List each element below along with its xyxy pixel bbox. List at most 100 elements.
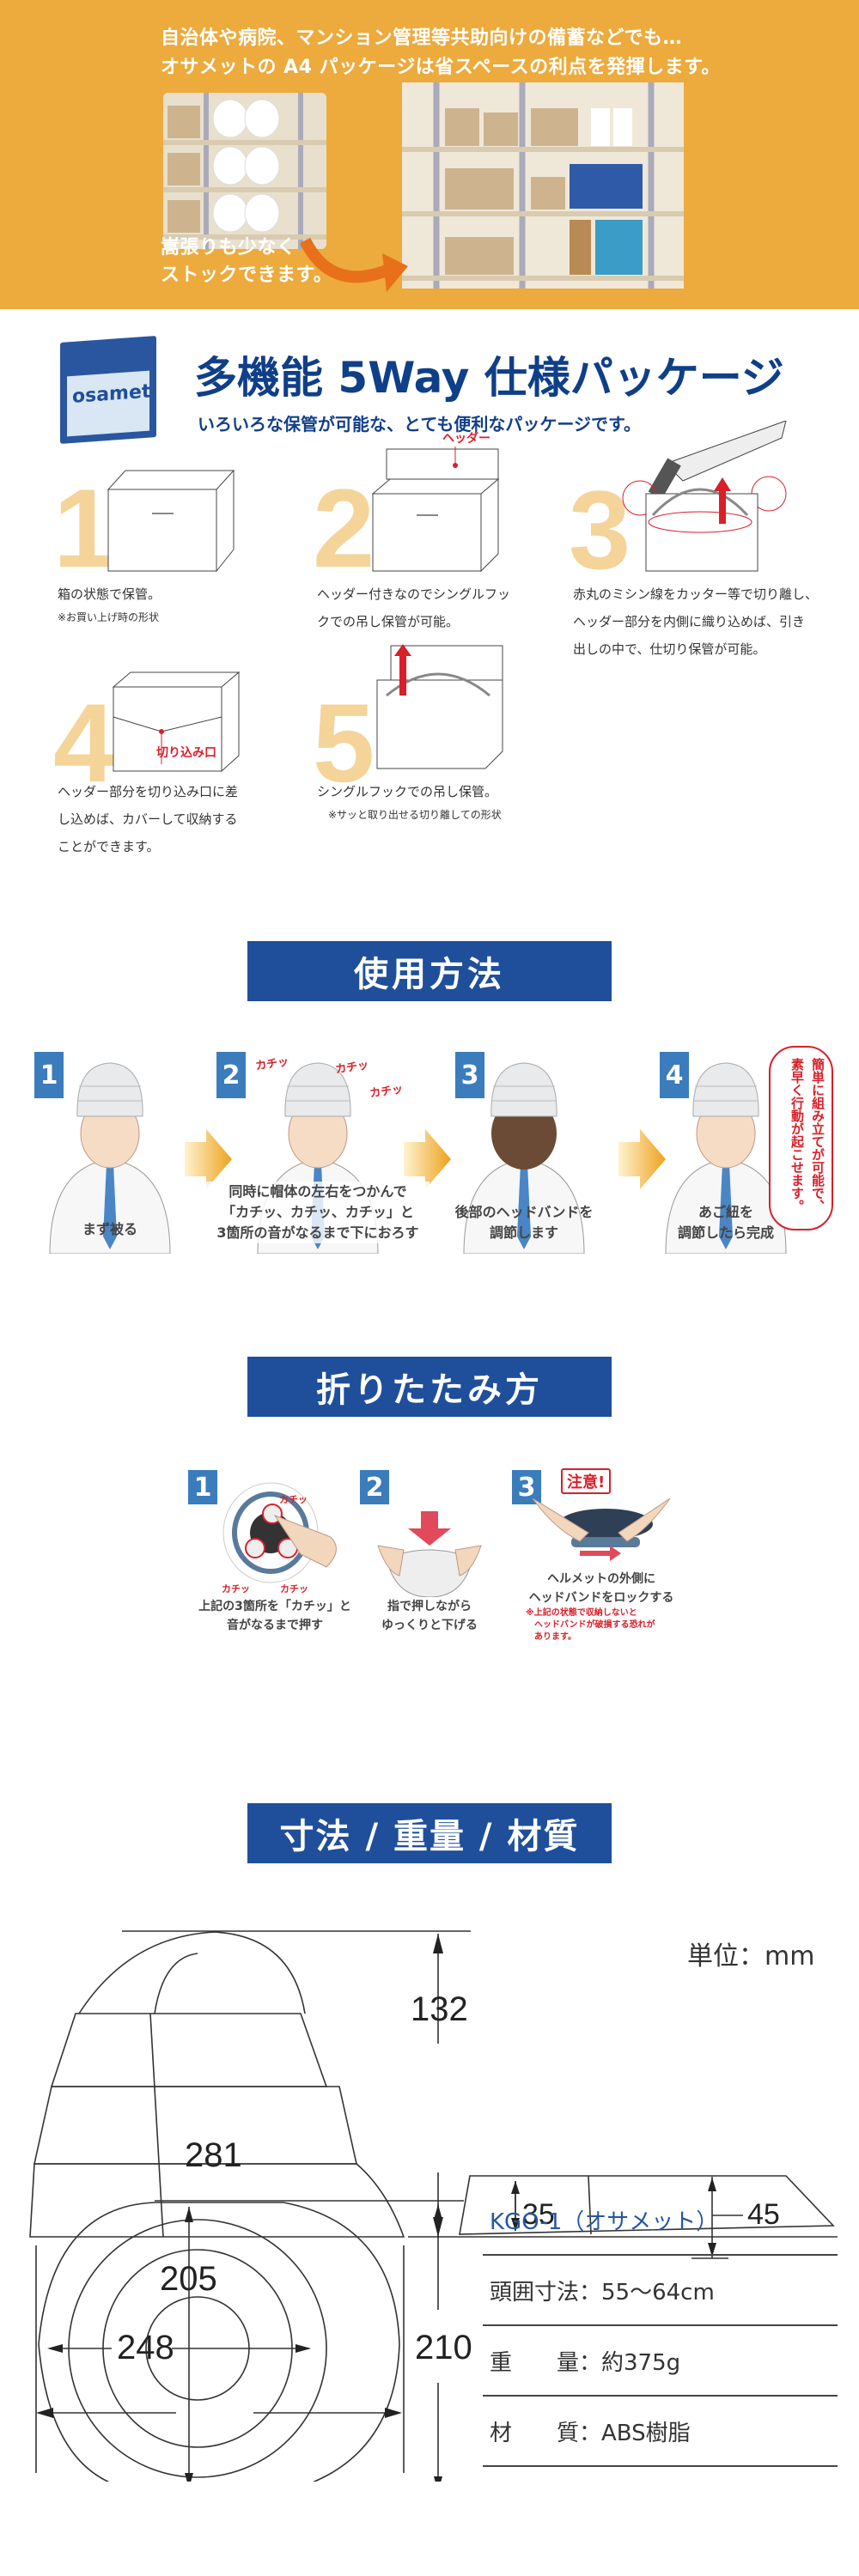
usage-step-caption: まず被る [82, 1221, 137, 1237]
fold-step-number: 3 [512, 1470, 541, 1504]
banner-line-1: 自治体や病院、マンション管理等共助向けの備蓄などでも… [161, 27, 683, 49]
dim-folded-min: 35 [522, 2198, 555, 2231]
dim-width: 281 [185, 2136, 242, 2174]
usage-step-caption: 後部のヘッドバンドを 調節します [442, 1202, 606, 1243]
package-step-number: 3 [569, 467, 631, 592]
warning-line: ※上記の状態で収納しないと [526, 1608, 637, 1618]
package-step-number: 2 [313, 465, 375, 591]
caption-line: ヘッドバンドをロックする [528, 1591, 674, 1605]
package-step-desc: 出しの中で、仕切り保管が可能。 [573, 641, 766, 657]
header-label: ヘッダー [442, 432, 490, 446]
usage-step-number: 4 [660, 1052, 689, 1098]
spec-row: 材 質：ABS樹脂 [483, 2397, 838, 2467]
helmet-push-down-illustration [377, 1511, 482, 1597]
dim-height: 132 [411, 1990, 468, 2028]
caption-line: 「カチッ、カチッ、カチッ」と [222, 1204, 414, 1220]
dim-inner-width: 248 [117, 2329, 174, 2366]
package-product-image: osamet [60, 336, 156, 444]
click-sound-label: カチッ [279, 1494, 308, 1505]
caption-line: ヘルメットの外側に [547, 1572, 655, 1586]
box-cover-icon [112, 671, 241, 773]
banner-line-2: オサメットの A4 パッケージは省スペースの利点を発揮します。 [161, 57, 721, 78]
click-sound-label: カチッ [222, 1583, 250, 1595]
shelf-helmets-illustration [163, 93, 326, 249]
dim-folded-max: 45 [747, 2198, 780, 2231]
package-step-desc: クでの吊し保管が可能。 [317, 614, 460, 629]
cut-header-drawer-icon [622, 421, 787, 572]
package-step-number: 5 [313, 680, 375, 805]
speech-bubble-line: 素早く行動が起こせます。 [789, 1058, 805, 1212]
helmet-dimension-drawings [29, 1930, 838, 2482]
caption-line: 調節したら完成 [677, 1224, 774, 1241]
package-title: 多機能 5Way 仕様パッケージ [194, 353, 784, 403]
dim-depth: 210 [415, 2329, 472, 2366]
next-step-arrow-icon [618, 1129, 666, 1189]
package-step-desc: し込めば、カバーして収納する [58, 811, 238, 827]
fold-step-caption: 指で押しながら ゆっくりと下げる [361, 1597, 498, 1635]
fold-step-caption: 上記の3箇所を「カチッ」と 音がなるまで押す [185, 1597, 365, 1635]
caption-line: あご紐を [698, 1204, 753, 1220]
storage-banner: 自治体や病院、マンション管理等共助向けの備蓄などでも… オサメットの A4 パッ… [0, 0, 859, 309]
usage-step-number: 1 [34, 1052, 64, 1098]
fold-step-caption: ヘルメットの外側に ヘッドバンドをロックする [515, 1570, 687, 1607]
spec-label: 重 量： [490, 2349, 602, 2376]
package-step-desc: ヘッダー部分を内側に織り込めば、引き [573, 614, 806, 629]
headband-lock-illustration [532, 1498, 671, 1561]
model-name: KGO-1（オサメット） [490, 2208, 719, 2235]
usage-step-caption: 同時に帽体の左右をつかんで 「カチッ、カチッ、カチッ」と 3箇所の音がなるまで下… [206, 1182, 430, 1243]
helmet-inner-press-illustration [222, 1482, 337, 1583]
package-step-number: 4 [53, 680, 116, 805]
package-subtitle: いろいろな保管が可能な、とても便利なパッケージです。 [198, 414, 641, 434]
person-helmet-illustration [463, 1062, 585, 1254]
package-step-number: 1 [53, 465, 116, 591]
caption-line: 後部のヘッドバンドを [454, 1204, 594, 1220]
spec-value: ABS樹脂 [601, 2420, 691, 2446]
package-step-desc: 赤丸のミシン線をカッター等で切り離し、 [573, 586, 819, 602]
warning-line: あります。 [534, 1632, 576, 1642]
banner-caption-2: ストックできます。 [161, 264, 333, 286]
curved-arrow-icon [301, 237, 408, 292]
usage-step-number: 2 [216, 1052, 246, 1098]
package-step-desc: シングルフックでの吊し保管。 [317, 784, 498, 799]
package-step-desc: ヘッダー付きなのでシングルフッ [317, 586, 511, 602]
usage-step-caption: あご紐を 調節したら完成 [657, 1202, 795, 1243]
shelf-packages-illustration [402, 82, 684, 289]
package-step-note: ※サッと取り出せる切り離しての形状 [328, 809, 502, 821]
shelf-photo-packages [402, 82, 684, 289]
spec-label: 頭囲寸法： [490, 2279, 602, 2306]
usage-step-number: 3 [455, 1052, 484, 1098]
spec-model: KGO-1（オサメット） [483, 2185, 838, 2256]
specs-heading: 寸法 / 重量 / 材質 [247, 1803, 612, 1863]
speech-bubble-line: 簡単に組み立てが可能で、 [810, 1058, 825, 1212]
caption-line: 3箇所の音がなるまで下におろす [216, 1224, 419, 1241]
caption-line: ゆっくりと下げる [381, 1619, 478, 1632]
speech-bubble: 簡単に組み立てが可能で、 素早く行動が起こせます。 [769, 1046, 833, 1230]
package-step-desc: ことができます。 [58, 839, 160, 854]
slot-label: 切り込み口 [156, 746, 216, 760]
spec-value: 約375g [601, 2349, 681, 2376]
person-helmet-illustration [665, 1062, 787, 1254]
click-sound-label: カチッ [280, 1583, 308, 1595]
box-with-header-icon [371, 447, 500, 573]
dim-inner-length: 205 [160, 2260, 217, 2298]
caption-line: 同時に帽体の左右をつかんで [228, 1183, 407, 1200]
spec-label: 材 質： [490, 2420, 602, 2446]
next-step-arrow-icon [404, 1129, 451, 1189]
fold-warning: ※上記の状態で収納しないと ヘッドバンドが破損する恐れが あります。 [526, 1607, 655, 1643]
caution-badge: 注意! [561, 1468, 612, 1494]
caption-line: 指で押しながら [387, 1600, 472, 1613]
fold-step-number: 1 [188, 1470, 217, 1504]
banner-caption-1: 嵩張りも少なく [161, 237, 296, 258]
warning-line: ヘッドバンドが破損する恐れが [534, 1620, 655, 1630]
shelf-photo-helmets [163, 93, 326, 249]
next-step-arrow-icon [185, 1129, 232, 1189]
package-step-note: ※お買い上げ時の形状 [58, 611, 160, 623]
package-step-desc: ヘッダー部分を切り込み口に差 [58, 784, 239, 799]
spec-row: 重 量：約375g [483, 2326, 838, 2397]
usage-heading: 使用方法 [247, 941, 612, 1001]
spec-value: 55〜64cm [601, 2279, 715, 2306]
folding-heading: 折りたたみ方 [247, 1357, 612, 1417]
hanging-box-icon [376, 644, 503, 769]
spec-row: 頭囲寸法：55〜64cm [483, 2256, 838, 2326]
package-step-desc: 箱の状態で保管。 [58, 586, 161, 602]
